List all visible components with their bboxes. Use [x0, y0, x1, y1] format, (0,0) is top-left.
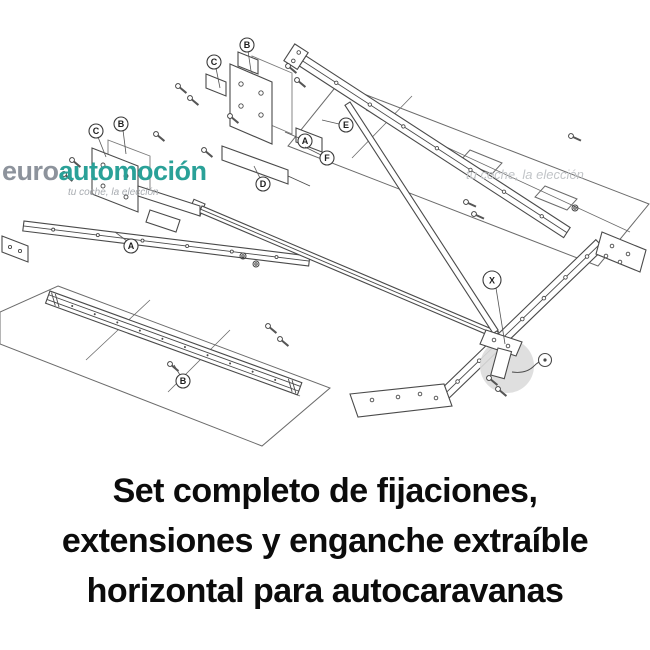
crossbar-end-plate-left [349, 383, 453, 418]
svg-text:B: B [180, 376, 187, 386]
svg-text:X: X [489, 276, 495, 286]
bolt-icon [463, 199, 477, 208]
svg-text:E: E [343, 120, 349, 130]
bolt-icon [471, 211, 485, 220]
callout-b1: B [113, 116, 129, 155]
callout-c2: C [206, 54, 222, 89]
svg-text:A: A [128, 241, 135, 251]
watermark-tagline: tu coche, la elección [68, 187, 159, 198]
watermark-brand-suffix: automoción [58, 156, 208, 186]
callout-c1: C [88, 123, 107, 158]
caption-line-3: horizontal para autocaravanas [86, 572, 564, 610]
bolt-icon [294, 77, 307, 88]
crossbar-end-plate-right [595, 231, 647, 273]
bolt-icon [153, 131, 166, 142]
bolt-icon [285, 63, 298, 74]
bolt-icon [227, 113, 240, 124]
extension-rail-left [44, 290, 303, 396]
washer-icon [239, 252, 247, 260]
bracket-assembly-left [91, 139, 201, 233]
chassis-rail-top [283, 43, 571, 239]
svg-text:A: A [302, 136, 309, 146]
callout-b3: B [173, 364, 191, 389]
callout-x: X [482, 270, 506, 345]
svg-text:C: C [211, 57, 218, 67]
bolt-icon [495, 386, 508, 397]
exploded-diagram: C B A C B D A F E B X [0, 37, 650, 447]
svg-text:C: C [93, 126, 100, 136]
chassis-channel-left [22, 220, 311, 267]
caption-line-1: Set completo de fijaciones, [112, 472, 538, 510]
caption-line-2: extensiones y enganche extraíble [61, 522, 589, 560]
bolt-icon [187, 95, 200, 106]
side-bracket-left-edge [1, 235, 29, 263]
svg-text:D: D [260, 179, 267, 189]
bracket-assembly-center [205, 51, 323, 187]
callout-a2: A [284, 131, 313, 149]
bolt-icon [69, 157, 82, 168]
floor-panel-left [0, 285, 331, 447]
bolt-icon [175, 83, 188, 94]
callout-e: E [321, 117, 354, 133]
callout-b2: B [239, 37, 255, 72]
callout-a1: A [114, 231, 139, 254]
washer-icon [571, 204, 579, 212]
bolt-icon [486, 375, 499, 386]
extension-beam-upper [344, 101, 499, 335]
watermark-tagline-right: tu coche, la elección [466, 167, 584, 182]
washer-icon [252, 260, 260, 268]
watermark-logo: euroautomoción [2, 156, 207, 187]
hitch-assembly [479, 329, 553, 397]
svg-text:B: B [118, 119, 125, 129]
product-caption: Set completo de fijaciones, extensiones … [0, 466, 650, 616]
watermark-brand-prefix: euro [2, 156, 59, 186]
svg-text:F: F [324, 153, 330, 163]
svg-text:B: B [244, 40, 251, 50]
hardware-bolts [61, 63, 582, 372]
bolt-icon [265, 323, 278, 334]
bolt-icon [568, 133, 582, 142]
bolt-icon [277, 336, 290, 347]
callout-f: F [304, 146, 335, 166]
bolt-icon [201, 147, 214, 158]
bolt-icon [61, 171, 74, 182]
callout-d: D [253, 165, 271, 192]
